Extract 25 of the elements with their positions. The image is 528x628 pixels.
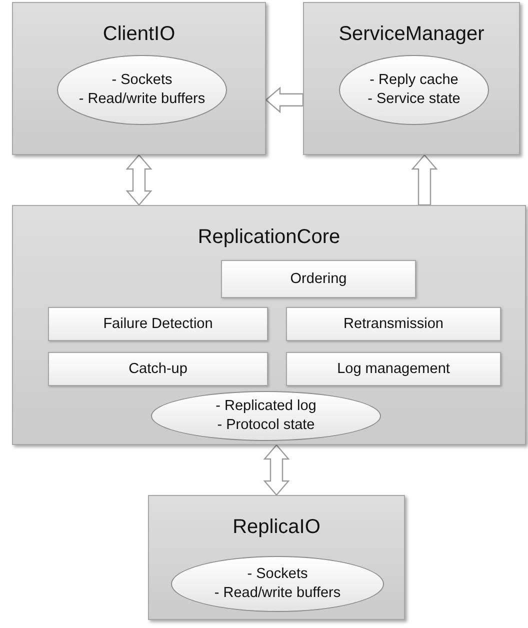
block-arrow bbox=[411, 154, 438, 206]
component-box: Catch-up bbox=[48, 352, 268, 386]
state-item: - Sockets bbox=[112, 71, 172, 90]
state-item: - Protocol state bbox=[217, 416, 315, 435]
state-item: - Reply cache bbox=[370, 71, 458, 90]
module-panel bbox=[303, 2, 520, 155]
module-panel bbox=[12, 205, 526, 445]
state-item: - Sockets bbox=[247, 565, 308, 584]
block-arrow bbox=[263, 444, 290, 496]
module-title: ClientIO bbox=[102, 23, 176, 45]
module-panel bbox=[12, 2, 266, 155]
state-item: - Service state bbox=[368, 90, 460, 109]
module-title: ReplicationCore bbox=[198, 226, 340, 248]
state-item: - Replicated log bbox=[216, 397, 316, 416]
block-arrow bbox=[126, 154, 152, 206]
component-box: Ordering bbox=[221, 260, 416, 298]
module-title: ReplicaIO bbox=[232, 516, 320, 538]
component-box: Failure Detection bbox=[48, 307, 268, 341]
state-item: - Read/write buffers bbox=[78, 90, 206, 109]
component-box: Log management bbox=[286, 352, 501, 386]
block-arrow bbox=[265, 86, 304, 114]
module-title: ServiceManager bbox=[338, 23, 484, 45]
module-panel bbox=[148, 495, 405, 620]
state-item: - Read/write buffers bbox=[214, 584, 341, 603]
component-box: Retransmission bbox=[286, 307, 501, 341]
